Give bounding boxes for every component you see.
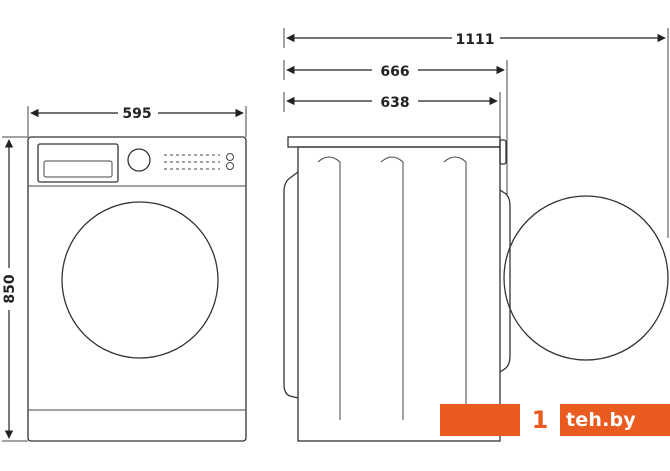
- teh-by-watermark: 1 teh.by: [440, 404, 670, 436]
- depth-with-door-label: 666: [380, 64, 409, 80]
- side-knob-protrusion: [499, 139, 507, 165]
- side-top-panel: [287, 136, 501, 148]
- rear-bulge: [283, 171, 299, 399]
- front-body-outline: [27, 136, 247, 442]
- display-indicators: [164, 154, 220, 170]
- dimension-width: 595: [27, 106, 247, 137]
- dimension-total-depth: 1111: [283, 28, 669, 238]
- side-rib-1: [317, 156, 341, 420]
- side-door-profile: [499, 189, 511, 373]
- dimension-height: 850: [2, 136, 28, 442]
- watermark-mark: 1: [520, 404, 560, 436]
- side-body-outline: [297, 146, 501, 442]
- front-view: [27, 136, 247, 442]
- detergent-drawer: [37, 143, 119, 183]
- body-depth-label: 638: [380, 95, 409, 111]
- height-label: 850: [2, 274, 18, 303]
- drawer-handle: [43, 160, 113, 178]
- total-depth-label: 1111: [456, 32, 495, 48]
- dimension-body-depth: 638: [283, 92, 501, 137]
- side-rib-2: [380, 156, 404, 420]
- control-button-1: [226, 153, 234, 161]
- control-button-2: [226, 162, 234, 170]
- program-knob: [127, 148, 151, 172]
- front-door: [61, 201, 219, 359]
- side-rib-3: [443, 156, 467, 420]
- side-view: [283, 136, 669, 442]
- open-door-circle: [503, 195, 669, 361]
- watermark-text: teh.by: [566, 409, 636, 431]
- width-label: 595: [122, 106, 151, 122]
- dimension-depth-with-door: 666: [283, 60, 508, 196]
